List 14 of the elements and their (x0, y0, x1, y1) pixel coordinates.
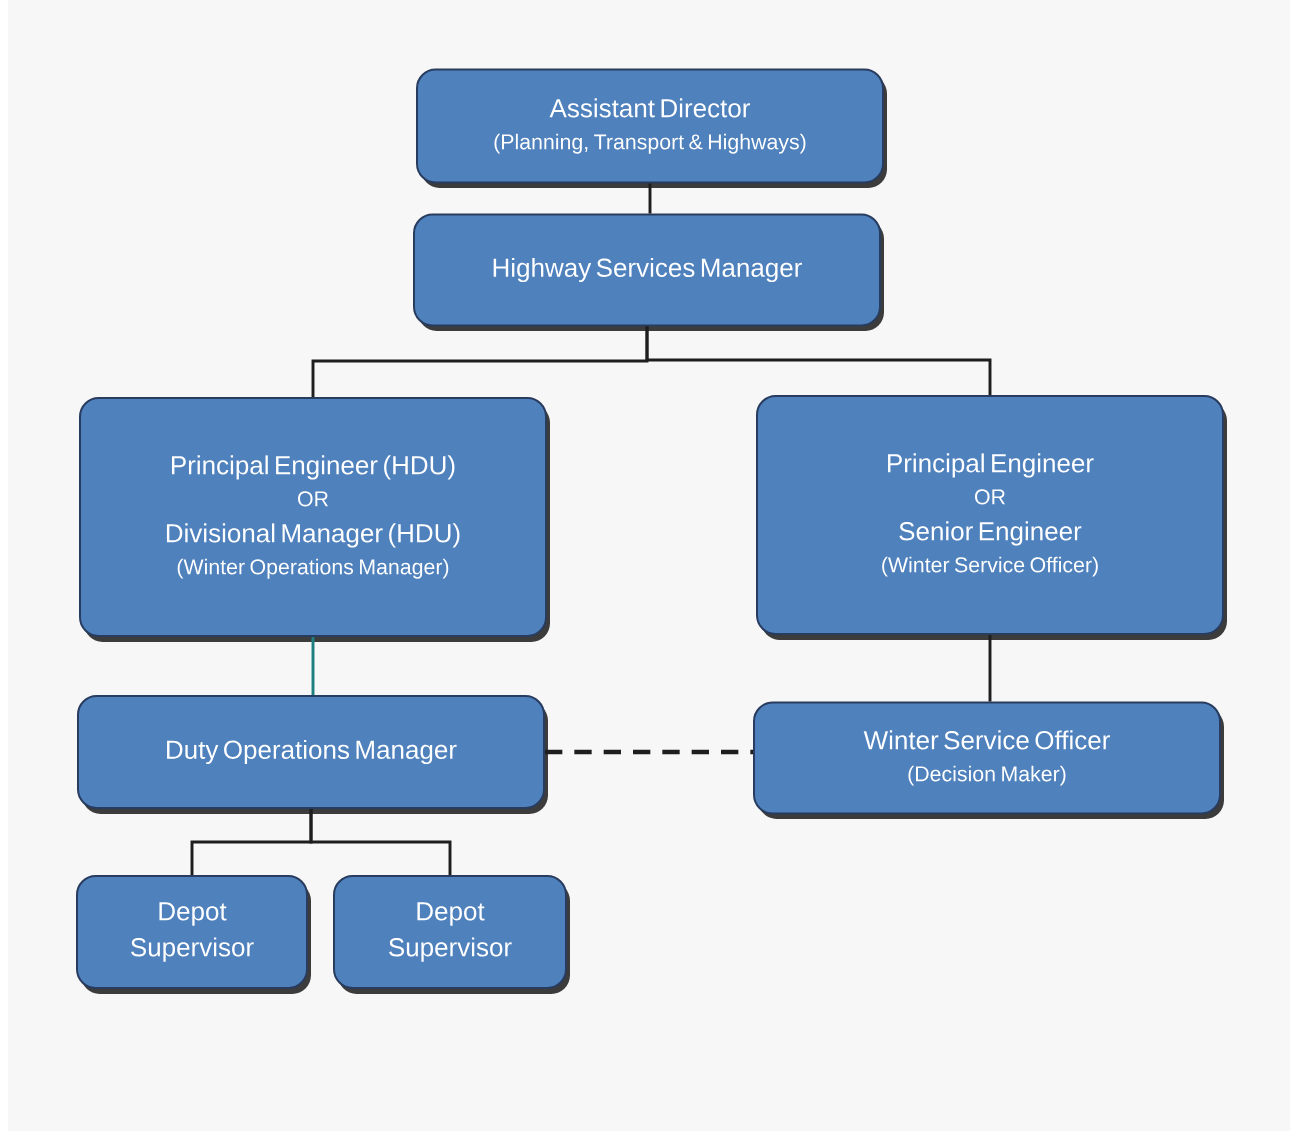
role-box: Highway Services Manager (413, 213, 884, 331)
role-box: Depot Supervisor (76, 875, 311, 994)
role-box: Assistant Director (Planning, Transport & Highways) (416, 68, 887, 188)
connector-line (988, 635, 992, 702)
role-box: Duty Operations Manager (77, 695, 548, 814)
connector-line (645, 326, 992, 395)
connector-line (545, 749, 753, 755)
role-box: Depot Supervisor (333, 875, 570, 994)
connector-line (309, 809, 452, 875)
connector-line (311, 637, 315, 695)
connector-line (648, 183, 652, 214)
role-box: Principal Engineer (HDU) OR Divisional Manager (HDU) (Winter Operations Manager) (79, 397, 550, 642)
role-box: Principal Engineer OR Senior Engineer (Winter Service Officer) (756, 395, 1227, 640)
role-box: Winter Service Officer (Decision Maker) (753, 701, 1224, 819)
